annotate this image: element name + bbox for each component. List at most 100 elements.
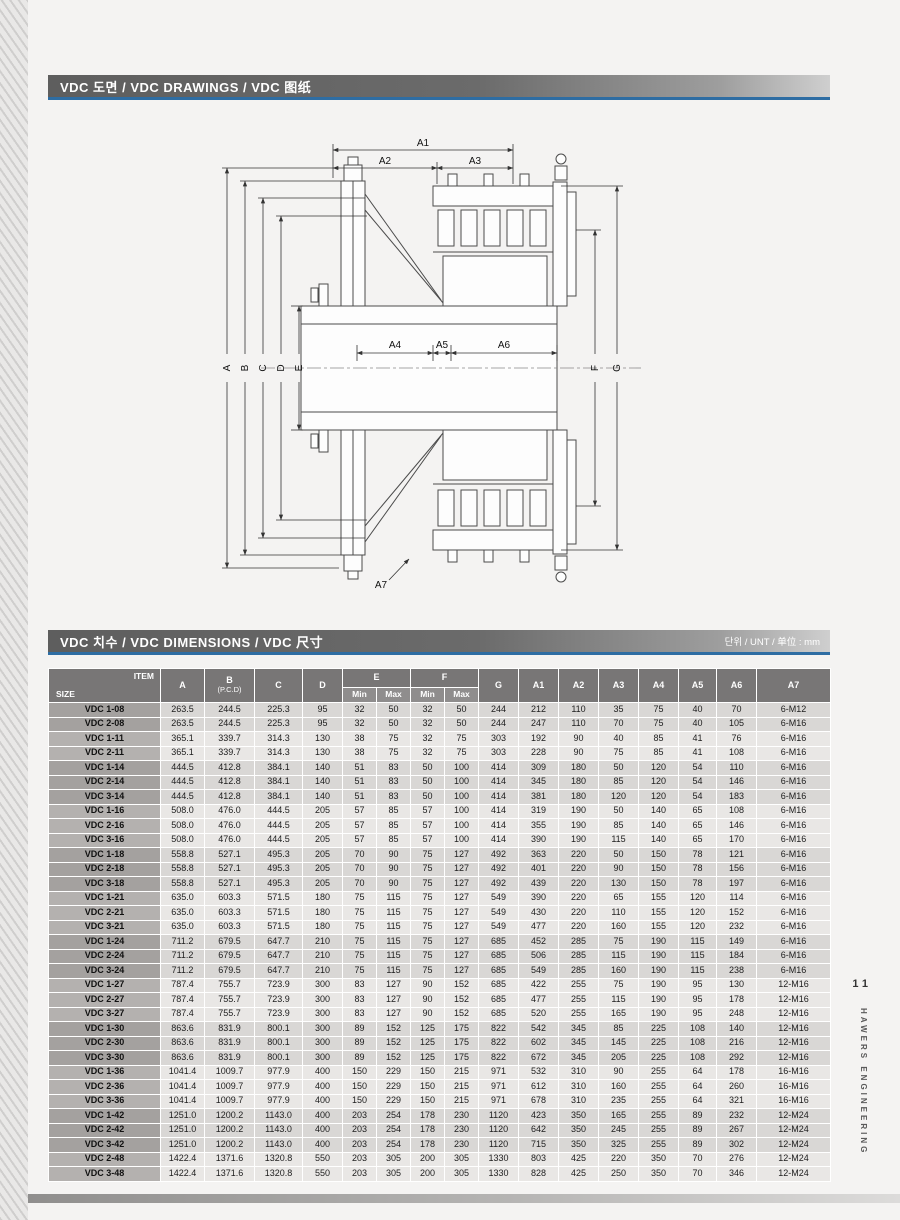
value-cell: 971 xyxy=(478,1079,520,1095)
value-cell: 285 xyxy=(558,963,600,979)
value-cell: 803 xyxy=(518,1151,560,1167)
dim-label-d: D xyxy=(276,364,287,371)
value-cell: 414 xyxy=(478,832,520,848)
value-cell: 492 xyxy=(478,876,520,892)
value-cell: 1009.7 xyxy=(204,1079,255,1095)
value-cell: 75 xyxy=(342,919,377,935)
value-cell: 831.9 xyxy=(204,1050,255,1066)
value-cell: 50 xyxy=(410,789,446,805)
value-cell: 1009.7 xyxy=(204,1064,255,1080)
value-cell: 108 xyxy=(716,745,758,761)
value-cell: 425 xyxy=(558,1166,600,1182)
value-cell: 205 xyxy=(302,818,343,834)
corner-size-label: SIZE xyxy=(56,688,75,699)
dimension-labels: A1 A2 A3 A4 A5 A6 A7 A B C D E F G xyxy=(222,138,623,591)
value-cell: 6-M16 xyxy=(756,861,832,877)
value-cell: 711.2 xyxy=(160,963,205,979)
value-cell: 685 xyxy=(478,977,520,993)
value-cell: 863.6 xyxy=(160,1021,205,1037)
value-cell: 542 xyxy=(518,1021,560,1037)
value-cell: 120 xyxy=(638,760,680,776)
value-cell: 679.5 xyxy=(204,934,255,950)
value-cell: 12-M16 xyxy=(756,1035,832,1051)
value-cell: 255 xyxy=(638,1122,680,1138)
value-cell: 444.5 xyxy=(254,832,303,848)
col-header-a6: A6 xyxy=(716,668,758,703)
value-cell: 165 xyxy=(598,1006,640,1022)
value-cell: 89 xyxy=(678,1122,718,1138)
value-cell: 225 xyxy=(638,1050,680,1066)
value-cell: 229 xyxy=(375,1079,412,1095)
value-cell: 115 xyxy=(678,963,718,979)
value-cell: 635.0 xyxy=(160,890,205,906)
value-cell: 110 xyxy=(558,702,600,718)
col-header-a1: A1 xyxy=(518,668,560,703)
value-cell: 140 xyxy=(302,774,343,790)
size-cell: VDC 1-11 xyxy=(48,731,161,747)
value-cell: 190 xyxy=(558,818,600,834)
value-cell: 90 xyxy=(375,876,412,892)
value-cell: 309 xyxy=(518,760,560,776)
value-cell: 971 xyxy=(478,1093,520,1109)
value-cell: 300 xyxy=(302,977,343,993)
value-cell: 108 xyxy=(678,1035,718,1051)
value-cell: 339.7 xyxy=(204,731,255,747)
value-cell: 115 xyxy=(598,832,640,848)
value-cell: 12-M24 xyxy=(756,1166,832,1182)
value-cell: 495.3 xyxy=(254,847,303,863)
value-cell: 90 xyxy=(410,1006,446,1022)
corner-item-label: ITEM xyxy=(133,671,154,681)
value-cell: 300 xyxy=(302,1035,343,1051)
value-cell: 190 xyxy=(638,948,680,964)
value-cell: 255 xyxy=(558,1006,600,1022)
value-cell: 175 xyxy=(444,1035,480,1051)
value-cell: 6-M16 xyxy=(756,774,832,790)
value-cell: 244.5 xyxy=(204,716,255,732)
value-cell: 527.1 xyxy=(204,861,255,877)
value-cell: 140 xyxy=(302,789,343,805)
size-cell: VDC 2-48 xyxy=(48,1151,161,1167)
value-cell: 75 xyxy=(638,702,680,718)
value-cell: 831.9 xyxy=(204,1021,255,1037)
value-cell: 977.9 xyxy=(254,1064,303,1080)
page-number: 11 xyxy=(852,978,872,990)
size-cell: VDC 1-30 xyxy=(48,1021,161,1037)
value-cell: 65 xyxy=(678,803,718,819)
col-header-c: C xyxy=(254,668,303,703)
value-cell: 232 xyxy=(716,1108,758,1124)
value-cell: 6-M16 xyxy=(756,934,832,950)
value-cell: 1120 xyxy=(478,1122,520,1138)
size-cell: VDC 3-16 xyxy=(48,832,161,848)
value-cell: 414 xyxy=(478,818,520,834)
value-cell: 384.1 xyxy=(254,789,303,805)
value-cell: 230 xyxy=(444,1108,480,1124)
value-cell: 267 xyxy=(716,1122,758,1138)
value-cell: 114 xyxy=(716,890,758,906)
value-cell: 205 xyxy=(302,861,343,877)
value-cell: 215 xyxy=(444,1079,480,1095)
value-cell: 863.6 xyxy=(160,1050,205,1066)
size-cell: VDC 3-18 xyxy=(48,876,161,892)
value-cell: 90 xyxy=(598,1064,640,1080)
col-header-f-max: Max xyxy=(444,687,480,703)
value-cell: 115 xyxy=(678,934,718,950)
value-cell: 150 xyxy=(638,847,680,863)
value-cell: 54 xyxy=(678,760,718,776)
value-cell: 247 xyxy=(518,716,560,732)
value-cell: 83 xyxy=(375,774,412,790)
value-cell: 215 xyxy=(444,1093,480,1109)
value-cell: 220 xyxy=(558,890,600,906)
value-cell: 400 xyxy=(302,1122,343,1138)
value-cell: 508.0 xyxy=(160,818,205,834)
value-cell: 32 xyxy=(410,731,446,747)
value-cell: 492 xyxy=(478,847,520,863)
value-cell: 310 xyxy=(558,1093,600,1109)
value-cell: 75 xyxy=(342,905,377,921)
